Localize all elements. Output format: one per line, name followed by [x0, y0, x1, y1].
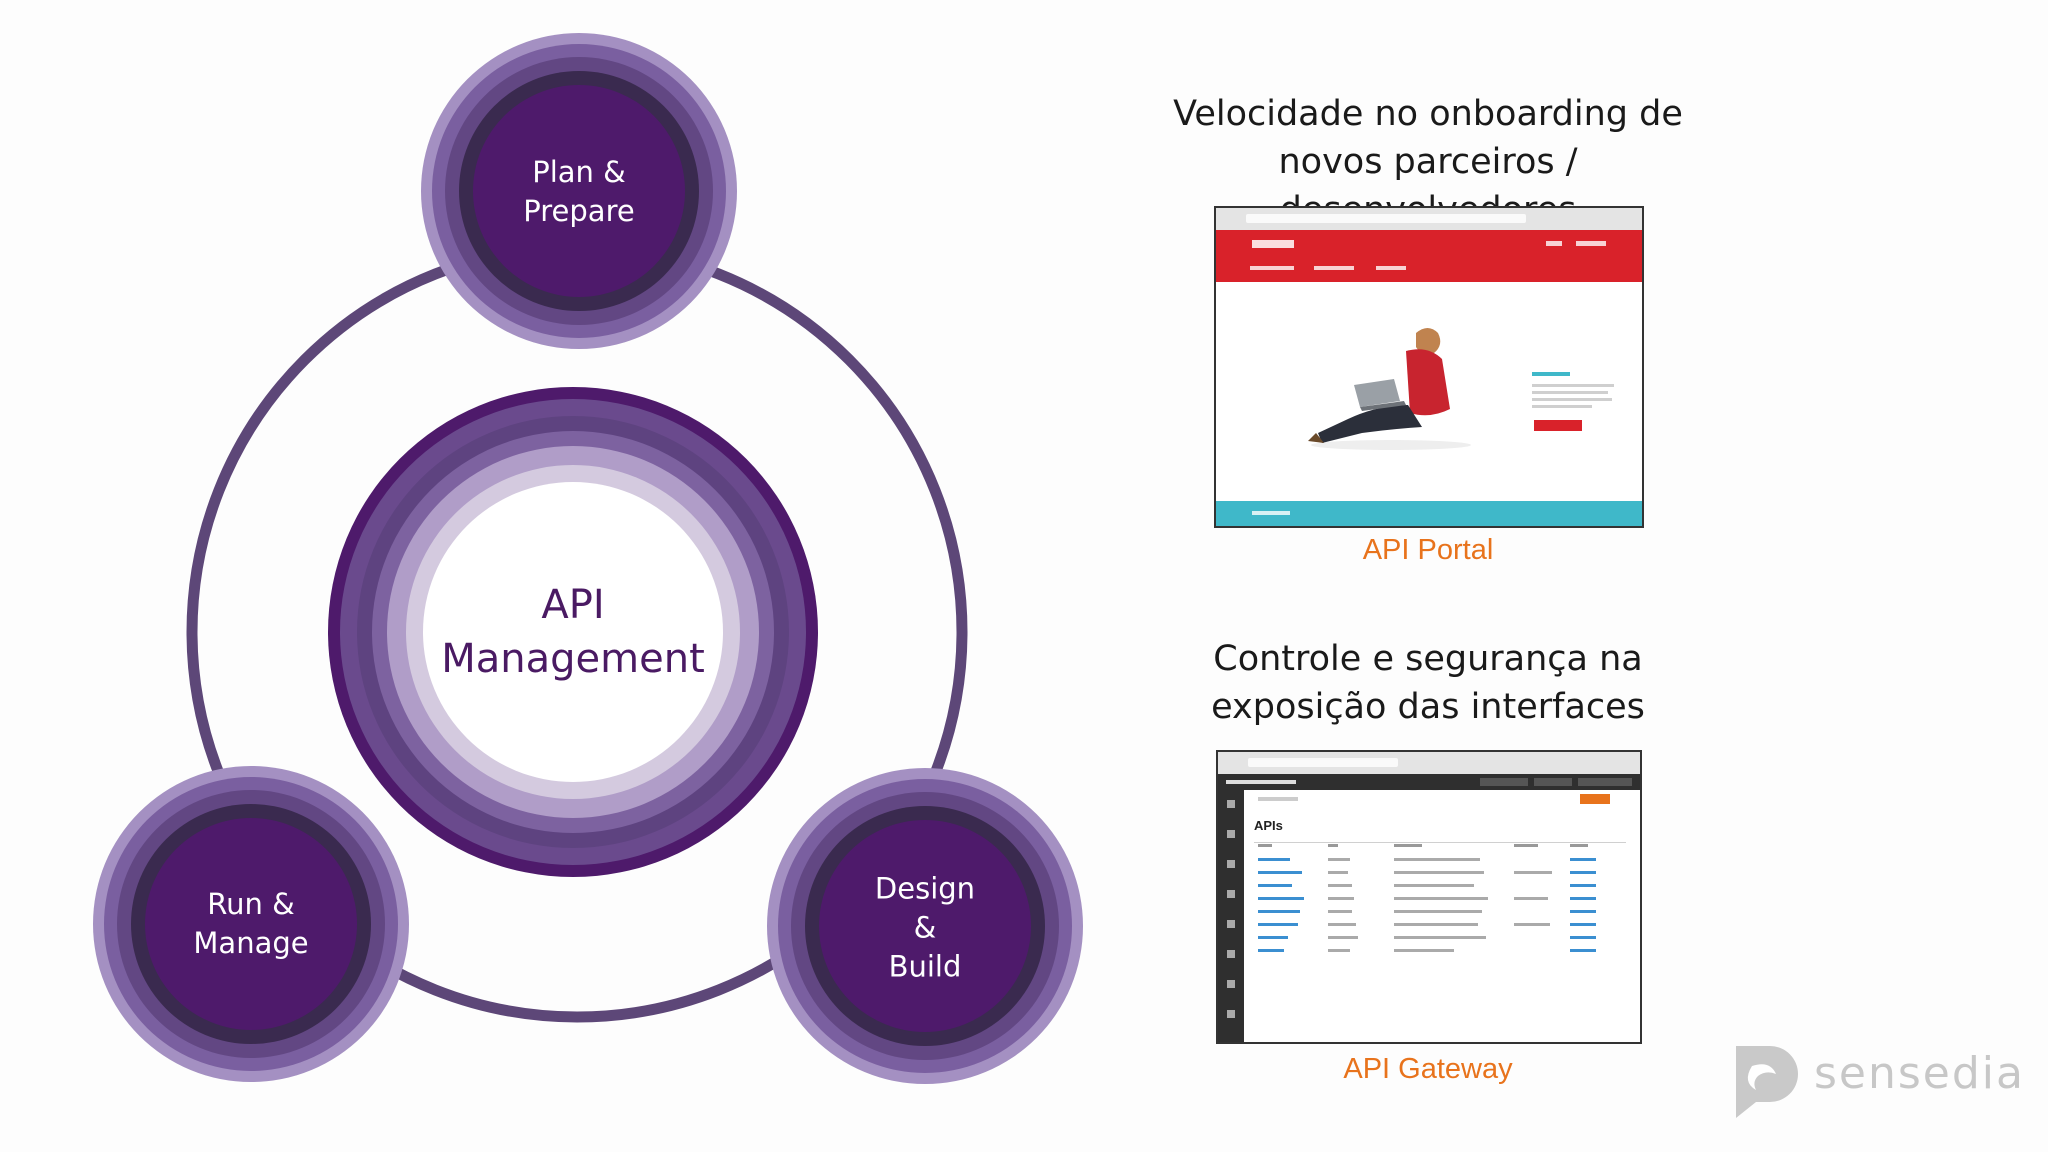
node-design-build [767, 768, 1083, 1084]
gateway-sidenav [1218, 790, 1244, 1042]
center-label: API Management [441, 582, 705, 682]
api-portal-screenshot [1214, 206, 1644, 528]
gateway-table-rows [1258, 858, 1638, 978]
api-management-cycle [93, 33, 1083, 1084]
person-laptop-illustration [1308, 328, 1471, 450]
portal-header [1216, 230, 1642, 282]
api-gateway-screenshot: APIs [1216, 750, 1642, 1044]
node-label-run: Run & Manage [193, 887, 309, 960]
gateway-caption: API Gateway [1343, 1053, 1513, 1085]
node-plan-prepare [421, 33, 737, 349]
gateway-heading: Controle e segurança na exposição das in… [1211, 639, 1645, 727]
portal-footer [1216, 501, 1642, 526]
sensedia-logo-icon [1736, 1046, 1798, 1118]
address-bar [1248, 758, 1398, 767]
portal-caption: API Portal [1362, 534, 1494, 566]
gateway-add-button [1580, 794, 1610, 804]
gateway-table-title: APIs [1254, 818, 1283, 833]
address-bar [1246, 214, 1526, 223]
center-hub [328, 387, 818, 877]
node-label-design: Design & Build [874, 871, 976, 984]
gateway-topbar [1218, 774, 1640, 790]
browser-toolbar [1218, 752, 1640, 774]
portal-logo [1252, 240, 1294, 248]
node-run-manage [93, 766, 409, 1082]
portal-cta-button [1534, 420, 1582, 431]
node-label-plan: Plan & Prepare [523, 155, 635, 228]
sensedia-wordmark: sensedia [1814, 1048, 2025, 1099]
